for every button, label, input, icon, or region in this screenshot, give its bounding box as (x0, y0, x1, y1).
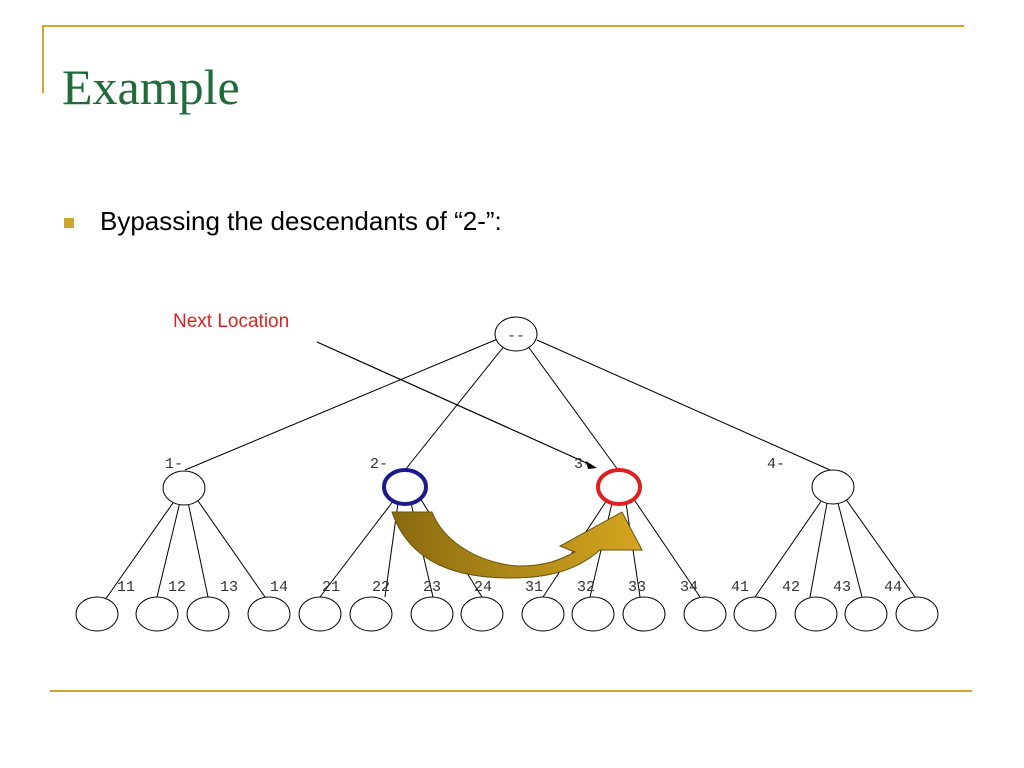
leaf-label-33: 33 (628, 579, 646, 596)
node-24 (460, 596, 504, 632)
leaf-label-44: 44 (884, 579, 902, 596)
leaf-label-22: 22 (372, 579, 390, 596)
node-label-2: 2- (370, 456, 388, 473)
node-14 (247, 596, 291, 632)
leaf-label-12: 12 (168, 579, 186, 596)
bullet-marker (64, 218, 74, 228)
node-23 (410, 596, 454, 632)
frame-top-rule (42, 25, 964, 27)
bullet-text: Bypassing the descendants of “2-”: (100, 206, 502, 236)
slide-title: Example (62, 59, 240, 115)
node-31 (521, 596, 565, 632)
node-2 (382, 468, 428, 506)
node-42 (794, 596, 838, 632)
node-33 (622, 596, 666, 632)
node-4 (811, 469, 855, 505)
pointer-line (316, 341, 592, 466)
next-location-label: Next Location (173, 311, 289, 332)
leaf-label-32: 32 (577, 579, 595, 596)
bypass-arrow (391, 511, 643, 579)
node-41 (733, 596, 777, 632)
node-43 (844, 596, 888, 632)
leaf-label-31: 31 (525, 579, 543, 596)
node-3 (596, 468, 642, 506)
leaf-label-14: 14 (270, 579, 288, 596)
leaf-label-41: 41 (731, 579, 749, 596)
leaf-label-11: 11 (117, 579, 135, 596)
leaf-label-23: 23 (423, 579, 441, 596)
pointer-arrowhead (586, 461, 597, 469)
node-1 (162, 470, 206, 506)
node-label-3: 3- (574, 456, 592, 473)
node-22 (349, 596, 393, 632)
node-label-root: -- (507, 328, 525, 345)
leaf-label-43: 43 (833, 579, 851, 596)
node-12 (135, 596, 179, 632)
node-44 (895, 596, 939, 632)
node-34 (683, 596, 727, 632)
leaf-label-34: 34 (680, 579, 698, 596)
node-label-4: 4- (767, 456, 785, 473)
node-11 (75, 596, 119, 632)
node-13 (186, 596, 230, 632)
leaf-label-24: 24 (474, 579, 492, 596)
edges-root (184, 337, 831, 471)
node-label-1: 1- (165, 456, 183, 473)
frame-left-rule (42, 25, 44, 93)
frame-bottom-rule (50, 690, 972, 692)
leaf-label-42: 42 (782, 579, 800, 596)
leaf-label-13: 13 (220, 579, 238, 596)
leaf-label-21: 21 (322, 579, 340, 596)
node-32 (571, 596, 615, 632)
node-root (494, 316, 538, 352)
node-21 (298, 596, 342, 632)
leaf-nodes (75, 596, 939, 632)
